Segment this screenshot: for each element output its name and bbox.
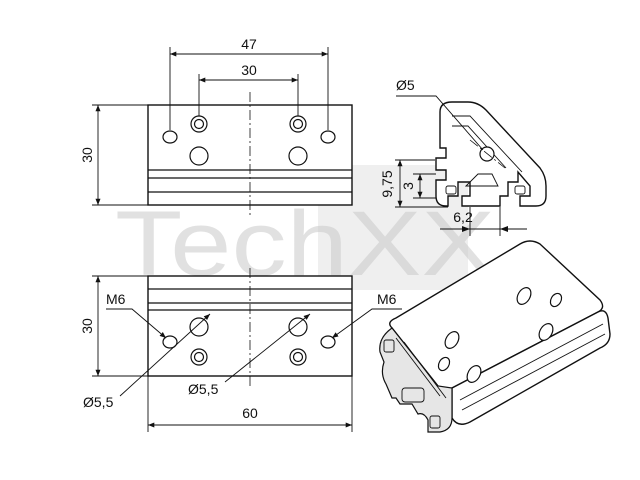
isometric-view	[379, 240, 611, 433]
iso-side-face	[451, 310, 611, 425]
profile-view: Ø5 9,75 3 6,2	[379, 77, 547, 236]
bottom-hole-outer-left	[162, 335, 178, 349]
leader-diameter-5-5-left	[119, 313, 211, 397]
top-hole-lower-right	[288, 146, 308, 166]
iso-hole-5	[538, 323, 554, 341]
iso-end-face	[379, 327, 453, 433]
dim-top-width-outer: 47	[241, 36, 257, 52]
dim-profile-hole-diameter: Ø5	[396, 77, 415, 93]
dim-hole-center: Ø5,5	[188, 381, 219, 397]
dim-profile-height: 9,75	[379, 170, 395, 197]
bottom-hole-upper-right	[288, 317, 308, 337]
bottom-view: 30 M6 M6 Ø5,5 Ø5,5 60	[79, 268, 402, 432]
dim-profile-offset: 3	[400, 182, 416, 190]
dim-hole-left: Ø5,5	[83, 394, 114, 410]
dim-top-width-inner: 30	[241, 62, 257, 78]
top-hole-lower-left	[189, 146, 209, 166]
iso-hole-3	[437, 356, 451, 372]
dim-top-height: 30	[79, 147, 95, 163]
iso-hole-6	[549, 292, 563, 308]
leader-diameter-5	[396, 95, 484, 151]
dim-bottom-length: 60	[242, 405, 258, 421]
dim-thread-left: M6	[106, 291, 126, 307]
dim-thread-right: M6	[377, 291, 397, 307]
dim-bottom-height: 30	[79, 318, 95, 334]
top-hole-outer-right	[320, 130, 336, 144]
top-view: 47 30 30	[79, 36, 353, 215]
leader-diameter-5-5-center	[224, 313, 311, 383]
iso-hole-1	[444, 331, 460, 349]
dim-profile-slot: 6,2	[453, 209, 473, 225]
iso-hole-4	[516, 287, 532, 305]
leader-m6-right	[331, 308, 402, 339]
bottom-hole-upper-left	[189, 317, 209, 337]
bottom-hole-outer-right	[320, 335, 336, 349]
iso-hole-2	[466, 365, 482, 383]
top-hole-outer-left	[162, 130, 178, 144]
leader-m6-left	[106, 308, 167, 339]
